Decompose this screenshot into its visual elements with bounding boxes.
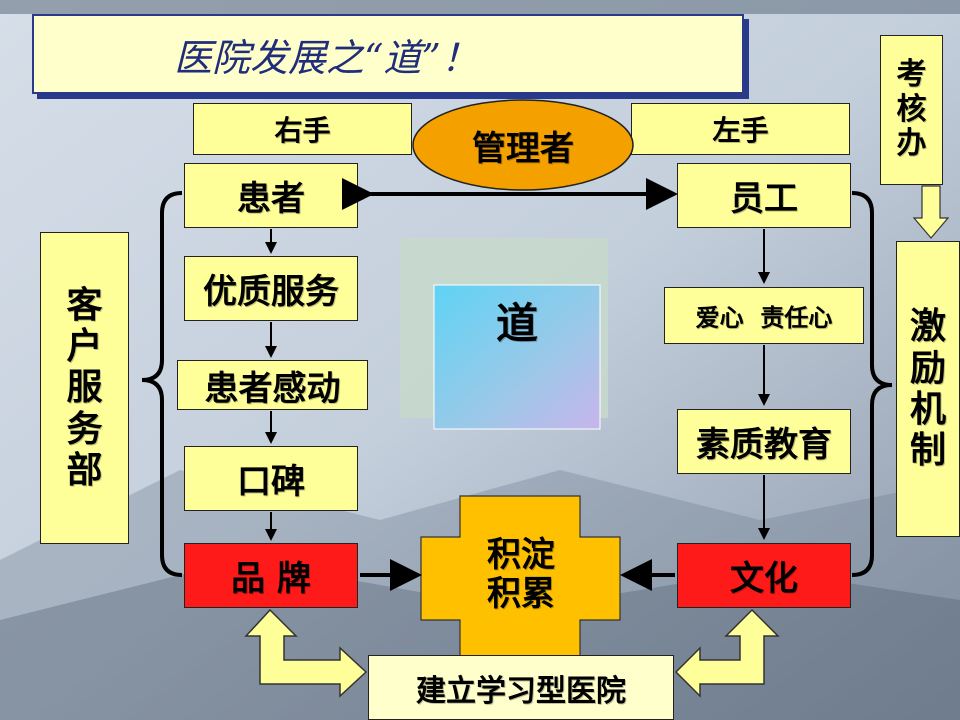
assessment-office-char: 办 [896, 126, 927, 162]
customer-service-char: 户 [66, 325, 103, 367]
center-dao: 道 [495, 298, 538, 348]
customer-service-char: 部 [66, 450, 103, 492]
incentive-char: 励 [909, 347, 946, 389]
incentive-char: 激 [909, 306, 946, 348]
assessment-office-char: 考 [896, 57, 927, 93]
manager-label: 管理者 [472, 128, 574, 169]
learning-hospital-box: 建立学习型医院 [368, 655, 674, 720]
staff-box: 员工 [677, 163, 851, 228]
word-of-mouth-box: 口碑 [184, 446, 358, 511]
love-responsibility-box: 爱心 责任心 [664, 287, 864, 344]
customer-service-char: 务 [66, 408, 103, 450]
accumulate-line: 积累 [487, 574, 555, 614]
patient-box: 患者 [184, 163, 358, 228]
page-title: 医院发展之“道”！ [32, 14, 744, 94]
quality-education-box: 素质教育 [677, 409, 851, 474]
incentive-mechanism: 激 励 机 制 [896, 241, 960, 537]
culture-box: 文化 [677, 543, 851, 608]
patient-moved-box: 患者感动 [177, 360, 368, 410]
brand-box: 品 牌 [184, 543, 358, 608]
incentive-char: 制 [909, 430, 946, 472]
assessment-office: 考 核 办 [880, 35, 943, 185]
customer-service-char: 服 [66, 367, 103, 409]
right-hand-label: 右手 [193, 103, 412, 155]
accumulate-label: 积淀 积累 [460, 520, 582, 630]
customer-service-dept: 客 户 服 务 部 [40, 232, 129, 544]
customer-service-char: 客 [66, 284, 103, 326]
left-hand-label: 左手 [631, 103, 850, 155]
accumulate-line: 积淀 [487, 534, 555, 575]
incentive-char: 机 [909, 389, 946, 430]
assessment-office-char: 核 [896, 91, 927, 127]
quality-service-box: 优质服务 [184, 256, 358, 321]
